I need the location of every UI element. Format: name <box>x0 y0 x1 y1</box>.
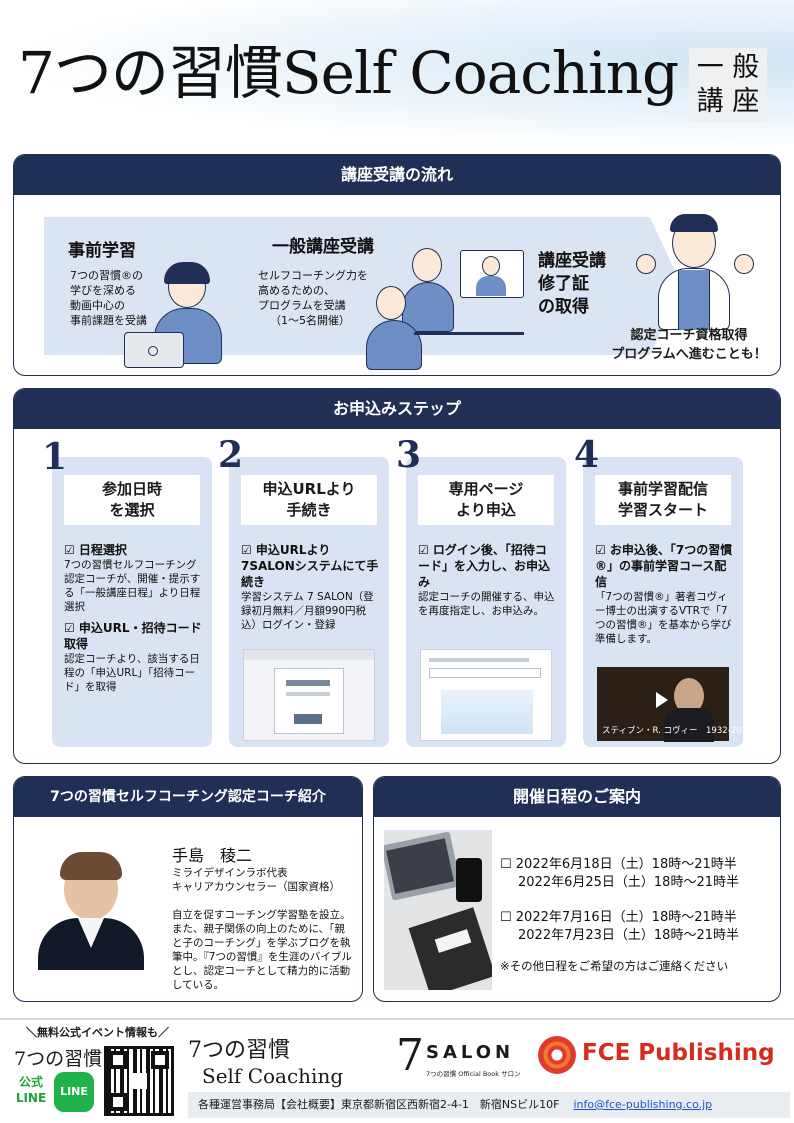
covey-video-thumbnail[interactable]: スティブン・R. コヴィー 1932-2012 <box>597 667 752 742</box>
badge-line-1: 一 般 <box>696 52 760 83</box>
schedule-date-3: ☐ 2022年7月16日（土）18時～21時半 <box>500 910 737 925</box>
header-background <box>0 0 794 150</box>
flow-heading: 講座受講の流れ <box>14 155 780 195</box>
salon-login-screenshot <box>243 649 375 741</box>
coach-photo <box>20 848 160 970</box>
flow-step-2-desc: セルフコーチング力を 高めるための、 プログラムを受講 （1～5名開催） <box>258 269 368 327</box>
application-page-screenshot <box>420 649 552 741</box>
schedule-heading: 開催日程のご案内 <box>374 777 780 817</box>
flow-step-3-label: 講座受講 修了証 の取得 <box>538 251 606 317</box>
apply-step-1-card: 参加日時 を選択 ☑ 日程選択 7つの習慣セルフコーチング認定コーチが、開催・提… <box>52 457 212 747</box>
schedule-note: ※その他日程をご希望の方はご連絡ください <box>500 959 729 973</box>
apply-step-1-number: 1 <box>42 436 68 478</box>
flow-step-2-label: 一般講座受講 <box>272 237 374 257</box>
apply-step-1-body: ☑ 日程選択 7つの習慣セルフコーチング認定コーチが、開催・提示する「一般講座日… <box>64 543 202 693</box>
apply-step-4-title: 事前学習配信 学習スタート <box>595 475 731 525</box>
schedule-date-1: ☐ 2022年6月18日（土）18時～21時半 <box>500 857 737 872</box>
address: 各種運営事務局【会社概要】東京都新宿区西新宿2-4-1 新宿NSビル10F <box>198 1098 560 1111</box>
self-coaching-logo: 7つの習慣 Self Coaching <box>188 1038 344 1088</box>
coach-bio: 自立を促すコーチング学習塾を設立。また、親子関係の向上のために、「親と子のコーチ… <box>172 909 352 991</box>
apply-step-3-number: 3 <box>396 434 422 476</box>
qr-code-icon[interactable] <box>104 1046 174 1116</box>
line-icon[interactable]: LINE <box>54 1072 94 1112</box>
salon-logo: 7 SALON 7つの習慣 Official Book サロン <box>396 1030 521 1081</box>
schedule-date-4: 2022年7月23日（土）18時～21時半 <box>518 928 739 943</box>
notebook-photo <box>384 830 492 990</box>
fce-logo: FCE Publishing <box>582 1040 775 1066</box>
address-bar: 各種運営事務局【会社概要】東京都新宿区西新宿2-4-1 新宿NSビル10F inf… <box>188 1092 790 1118</box>
coach-role-1: ミライデザインラボ代表 <box>172 867 288 879</box>
apply-step-3-title: 専用ページ より申込 <box>418 475 554 525</box>
course-badge: 一 般 講 座 <box>689 48 767 122</box>
apply-step-1-title: 参加日時 を選択 <box>64 475 200 525</box>
apply-step-2-card: 申込URLより 手続き ☑ 申込URLより7SALONシステムにて手続き 学習シ… <box>229 457 389 747</box>
email-link[interactable]: info@fce-publishing.co.jp <box>573 1098 713 1111</box>
footer-divider <box>0 1018 794 1020</box>
apply-step-2-number: 2 <box>218 434 244 476</box>
apply-step-4-number: 4 <box>574 434 600 476</box>
apply-step-4-body: ☑ お申込後、「7つの習慣®」の事前学習コース配信 「7つの習慣®」著者コヴィー… <box>595 543 733 645</box>
badge-line-2: 講 座 <box>696 86 760 117</box>
footer-small-logo: 7つの習慣 <box>14 1048 103 1070</box>
apply-step-2-body: ☑ 申込URLより7SALONシステムにて手続き 学習システム 7 SALON（… <box>241 543 379 631</box>
coach-heading: 7つの習慣セルフコーチング認定コーチ紹介 <box>14 777 362 817</box>
coach-name: 手島 稜二 <box>172 846 253 865</box>
apply-step-3-body: ☑ ログイン後、「招待コード」を入力し、お申込み 認定コーチの開催する、申込を再… <box>418 543 555 617</box>
cheering-person-illustration <box>630 210 760 330</box>
flow-note: 認定コーチ資格取得 プログラムへ進むことも！ <box>611 328 767 362</box>
official-label: 公式 LINE <box>15 1075 47 1105</box>
flow-step-1-desc: 7つの習慣®の 学びを深める 動画中心の 事前課題を受講 <box>70 269 147 327</box>
fce-flower-icon <box>538 1036 576 1074</box>
apply-heading: お申込みステップ <box>14 389 780 429</box>
event-note: ＼無料公式イベント情報も／ <box>26 1026 169 1039</box>
main-title: 7つの習慣Self Coaching <box>18 39 679 107</box>
flow-step-1-label: 事前学習 <box>68 241 136 261</box>
apply-step-3-card: 専用ページ より申込 ☑ ログイン後、「招待コード」を入力し、お申込み 認定コー… <box>406 457 566 747</box>
play-icon[interactable] <box>656 692 668 708</box>
apply-step-2-title: 申込URLより 手続き <box>241 475 377 525</box>
video-meeting-illustration <box>364 240 524 372</box>
apply-step-4-card: 事前学習配信 学習スタート ☑ お申込後、「7つの習慣®」の事前学習コース配信 … <box>583 457 752 747</box>
video-caption: スティブン・R. コヴィー 1932-2012 <box>602 726 753 736</box>
schedule-date-2: 2022年6月25日（土）18時～21時半 <box>518 875 739 890</box>
coach-role-2: キャリアカウンセラー（国家資格） <box>172 881 340 893</box>
laptop-person-illustration <box>120 258 230 372</box>
